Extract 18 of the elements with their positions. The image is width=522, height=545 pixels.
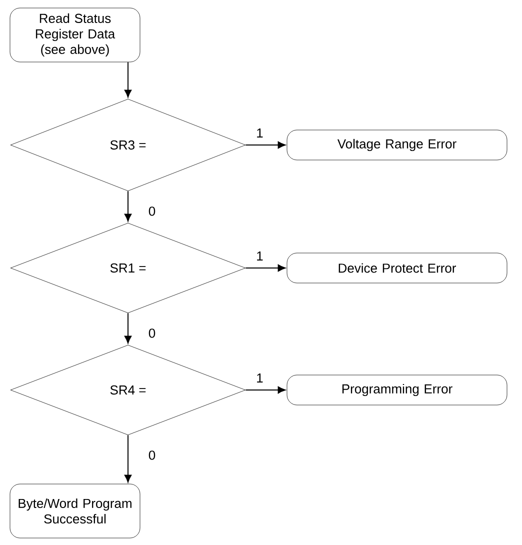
- terminal-box: Byte/Word Program Successful: [10, 484, 140, 538]
- edge-label: 1: [255, 250, 264, 262]
- arrow: [245, 386, 286, 394]
- arrow: [124, 312, 132, 344]
- edge-label: 0: [147, 450, 157, 461]
- edge-label: 0: [147, 206, 157, 217]
- edge-label: 1: [255, 128, 264, 138]
- arrow: [245, 264, 286, 272]
- edge-label: 1: [255, 372, 264, 384]
- arrow: [124, 434, 132, 483]
- arrow: [124, 190, 132, 222]
- terminal-box: Read Status Register Data (see above): [10, 8, 140, 62]
- terminal-box: Voltage Range Error: [286, 130, 508, 160]
- terminal-box: Device Protect Error: [286, 252, 508, 284]
- edge-label: 0: [147, 328, 157, 339]
- terminal-box: Programming Error: [286, 374, 508, 406]
- arrow: [124, 62, 132, 98]
- arrow: [245, 141, 286, 149]
